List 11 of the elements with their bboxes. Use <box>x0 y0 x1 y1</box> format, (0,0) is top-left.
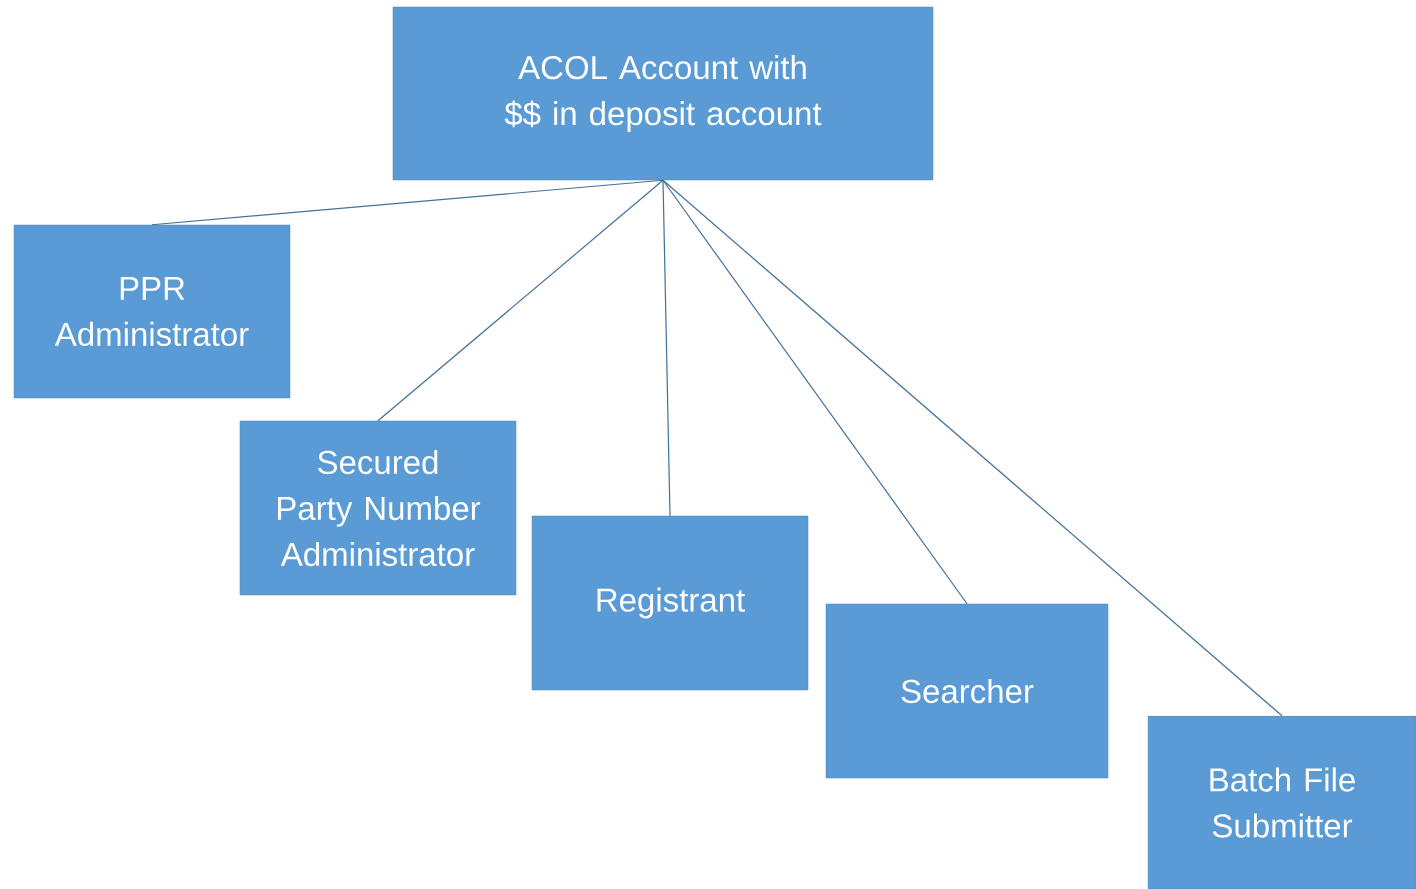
role-box: PPR Administrator <box>13 224 291 399</box>
connector-line <box>662 179 1283 717</box>
connector-line <box>377 179 664 422</box>
connector-line <box>151 179 664 226</box>
connector-line <box>662 179 968 605</box>
role-box: Secured Party Number Administrator <box>239 420 517 596</box>
role-box: Batch File Submitter <box>1147 715 1416 889</box>
role-box: ACOL Account with $$ in deposit account <box>392 6 934 181</box>
role-box: Registrant <box>531 515 809 691</box>
role-box: Searcher <box>825 603 1109 779</box>
connector-line <box>662 179 671 517</box>
